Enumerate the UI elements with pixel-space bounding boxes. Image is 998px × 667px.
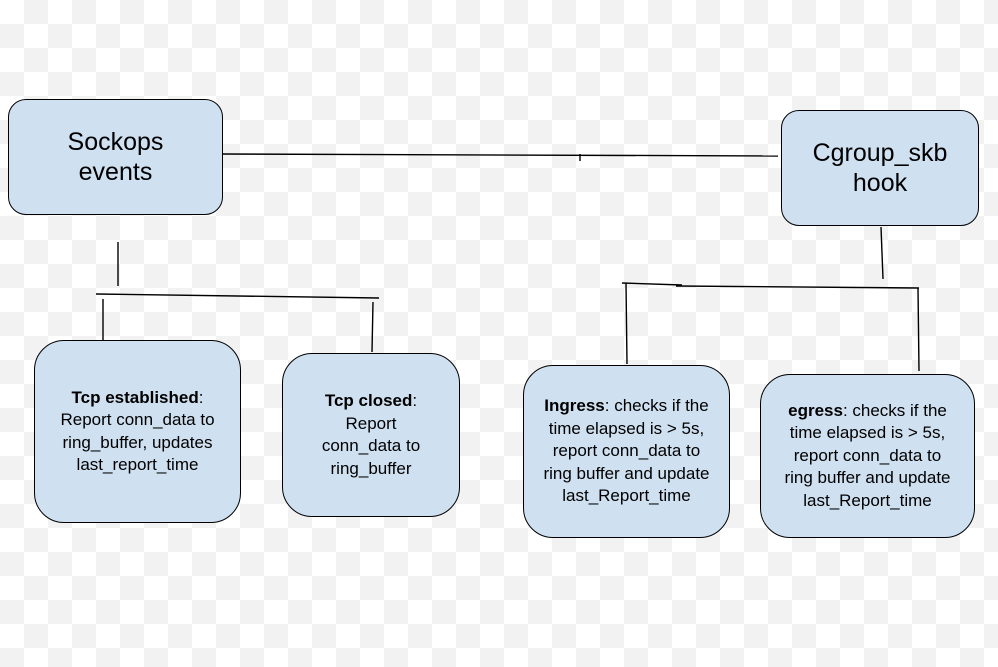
- connector-to-tcp-closed: [371, 301, 374, 353]
- tcp-established-text: : Report conn_data to ring_buffer, updat…: [60, 387, 215, 475]
- egress-text: : checks if the time elapsed is > 5s, re…: [784, 400, 951, 510]
- connector-to-egress: [917, 287, 920, 372]
- ingress-text: : checks if the time elapsed is > 5s, re…: [543, 396, 710, 506]
- ingress-description: Ingress: checks if the time elapsed is >…: [542, 395, 712, 508]
- tcp-closed-node: Tcp closed: Report conn_data to ring_buf…: [282, 353, 460, 517]
- cgroup-skb-hook-label: Cgroup_skb hook: [812, 139, 948, 197]
- egress-node: egress: checks if the time elapsed is > …: [760, 374, 975, 538]
- connector-to-ingress: [625, 282, 628, 365]
- tcp-established-description: Tcp established: Report conn_data to rin…: [58, 387, 218, 477]
- connector-cgroup-down: [880, 226, 884, 280]
- ingress-title: Ingress: [544, 396, 605, 416]
- connector-sockops-cgroup: [220, 153, 779, 157]
- egress-description: egress: checks if the time elapsed is > …: [778, 400, 958, 513]
- connector-sockops-bar: [95, 293, 380, 299]
- sockops-events-node: Sockops events: [8, 99, 223, 215]
- cgroup-skb-hook-node: Cgroup_skb hook: [781, 110, 979, 226]
- connector-cgroup-bar: [621, 282, 683, 286]
- connector-cgroup-bar-2: [675, 285, 920, 289]
- tcp-established-title: Tcp established: [71, 387, 199, 407]
- sockops-events-label: Sockops events: [67, 128, 164, 186]
- ingress-node: Ingress: checks if the time elapsed is >…: [523, 365, 730, 538]
- tcp-closed-title: Tcp closed: [324, 391, 413, 410]
- egress-title: egress: [788, 400, 843, 420]
- tcp-closed-description: Tcp closed: Report conn_data to ring_buf…: [311, 390, 431, 480]
- tcp-established-node: Tcp established: Report conn_data to rin…: [34, 340, 241, 523]
- tcp-closed-text: : Report conn_data to ring_buffer: [321, 391, 421, 478]
